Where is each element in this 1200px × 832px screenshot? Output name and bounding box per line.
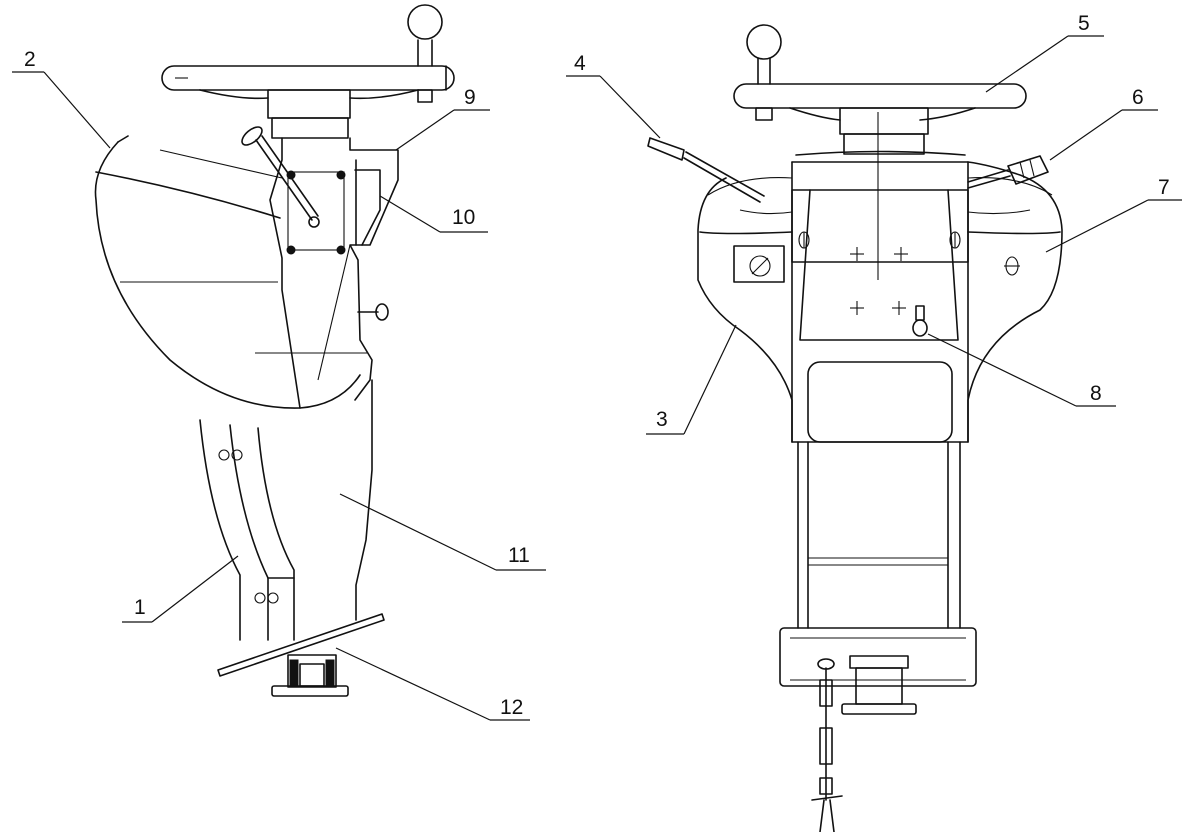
side-hub [267, 89, 351, 139]
callout-8-label: 8 [1090, 382, 1102, 405]
callout-1-label: 1 [134, 596, 146, 619]
callout-6-label: 6 [1132, 86, 1144, 109]
front-lever-left [647, 137, 765, 203]
side-view [94, 4, 455, 697]
front-rod [811, 667, 843, 832]
front-housing [697, 112, 1063, 443]
side-handwheel [161, 4, 455, 103]
side-lever [241, 126, 320, 228]
callout-12-label: 12 [500, 696, 523, 719]
callout-6: 6 [1049, 86, 1158, 161]
callout-9: 9 [395, 86, 490, 151]
callout-5: 5 [985, 12, 1104, 93]
front-handwheel [733, 24, 1027, 155]
front-view [647, 24, 1063, 832]
callout-3-label: 3 [656, 408, 668, 431]
callout-9-label: 9 [464, 86, 476, 109]
side-pedestal [199, 379, 373, 641]
callout-2-label: 2 [24, 48, 36, 71]
callout-10-label: 10 [452, 206, 475, 229]
callout-7: 7 [1045, 176, 1182, 253]
callout-7-label: 7 [1158, 176, 1170, 199]
side-column [269, 137, 399, 409]
callout-11: 11 [339, 493, 546, 571]
front-base [779, 627, 977, 715]
callout-4: 4 [566, 52, 661, 139]
callout-3: 3 [646, 324, 737, 435]
side-foot-plate [217, 613, 385, 697]
callout-10: 10 [379, 195, 488, 233]
front-lever-right [967, 155, 1049, 189]
side-knob [357, 303, 389, 321]
callout-2: 2 [12, 48, 111, 149]
callout-12: 12 [335, 647, 530, 721]
callout-4-label: 4 [574, 52, 586, 75]
front-pedestal [797, 441, 961, 629]
callout-1: 1 [122, 555, 239, 623]
side-shell [94, 135, 368, 409]
callout-11-label: 11 [508, 544, 530, 567]
callout-8: 8 [927, 333, 1116, 407]
callout-5-label: 5 [1078, 12, 1090, 35]
